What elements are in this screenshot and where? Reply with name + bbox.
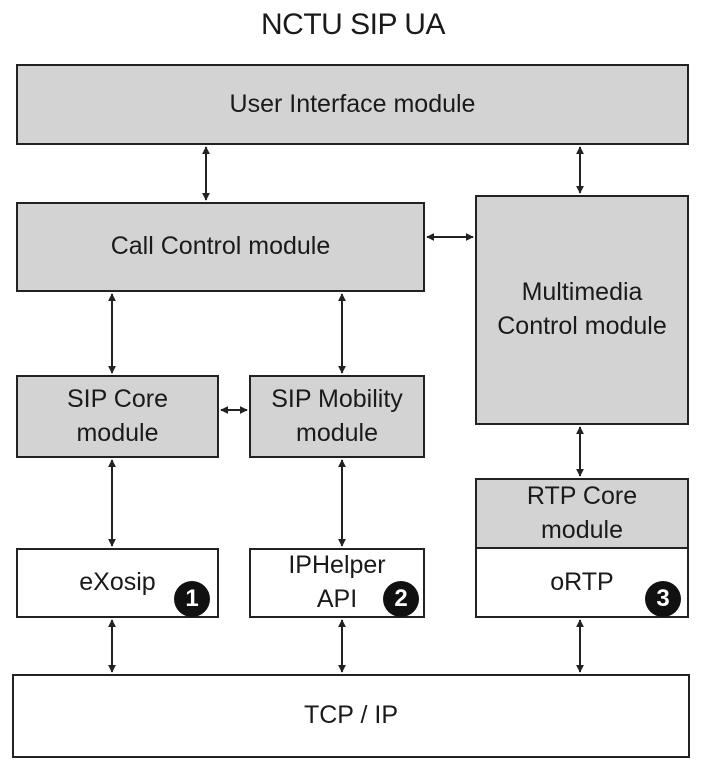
diagram-title: NCTU SIP UA: [261, 8, 445, 41]
user-interface-module: User Interface module: [16, 64, 689, 145]
exosip-label: eXosip: [79, 568, 156, 597]
rtp-core-label: RTP Core module: [526, 481, 638, 544]
sip-core-label: SIP Core module: [67, 384, 168, 447]
call-control-module: Call Control module: [16, 202, 425, 292]
tcpip-label: TCP / IP: [303, 701, 398, 730]
badge-2: 2: [383, 581, 419, 617]
rtp-core-module: RTP Core module: [475, 478, 689, 549]
tcpip-layer: TCP / IP: [12, 674, 690, 758]
sip-mobility-module: SIP Mobility module: [249, 375, 425, 458]
sip-core-module: SIP Core module: [16, 375, 219, 458]
sip-mobility-label: SIP Mobility module: [271, 384, 403, 447]
badge-1: 1: [174, 581, 210, 617]
user-interface-label: User Interface module: [229, 89, 476, 118]
multimedia-control-module: Multimedia Control module: [475, 195, 689, 425]
badge-3: 3: [645, 581, 681, 617]
iphelper-label: IPHelper API: [288, 551, 386, 613]
call-control-label: Call Control module: [110, 232, 331, 261]
ortp-label: oRTP: [550, 567, 614, 596]
multimedia-control-label: Multimedia Control module: [497, 278, 667, 340]
